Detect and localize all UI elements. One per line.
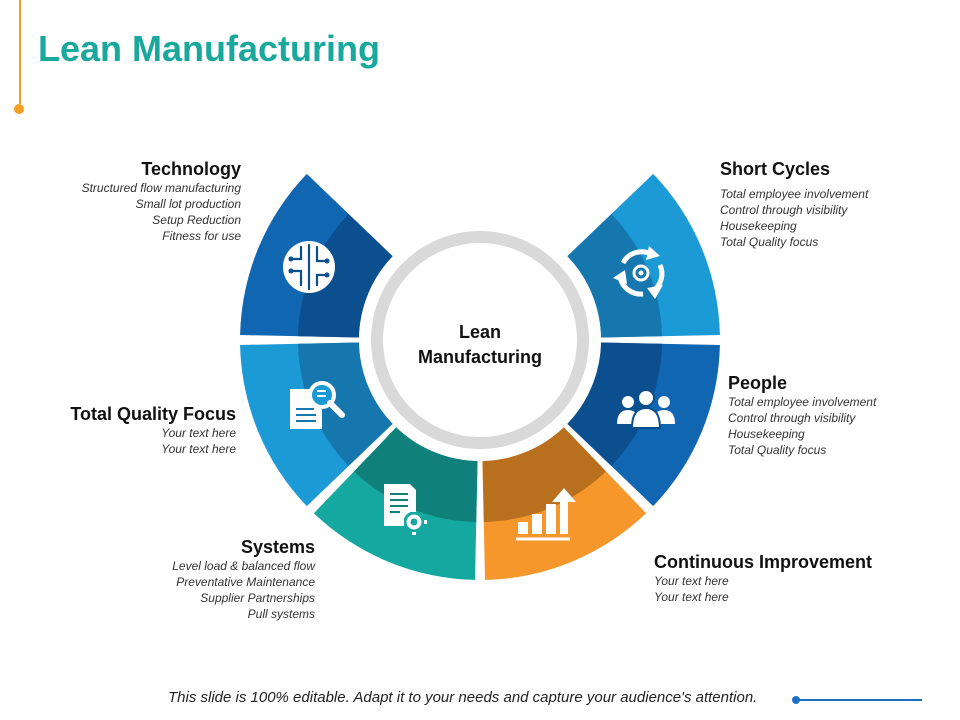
accent-line [19,0,21,104]
continuous-improvement-line: Your text here [654,574,729,588]
systems-heading: Systems [240,537,315,557]
short-cycles-line: Control through visibility [720,203,848,217]
short-cycles-line: Total Quality focus [720,235,819,249]
band-systems [354,427,478,522]
people-line: Housekeeping [728,427,805,441]
short-cycles-block: Short Cycles Total employee involvement … [720,159,868,250]
continuous-improvement-block: Continuous Improvement Your text here Yo… [654,552,872,605]
technology-block: Technology Structured flow manufacturing… [82,159,241,244]
technology-heading: Technology [141,159,241,179]
technology-line: Fitness for use [162,229,241,243]
footer-line [798,699,922,701]
accent-dot [14,104,24,114]
people-heading: People [728,373,788,393]
growth-chart-icon [516,488,576,541]
footer-dot [792,696,800,704]
technology-line: Setup Reduction [152,213,241,227]
footer-note: This slide is 100% editable. Adapt it to… [168,689,758,706]
people-icon [617,389,675,429]
systems-line: Level load & balanced flow [172,559,315,573]
systems-line: Preventative Maintenance [176,575,315,589]
circuit-icon [283,241,335,293]
band-people [567,342,662,466]
document-gear-icon [384,484,427,535]
document-search-icon [290,381,345,429]
people-line: Total Quality focus [728,443,827,457]
total-quality-focus-line: Your text here [161,442,236,456]
short-cycles-line: Total employee involvement [720,187,869,201]
people-line: Total employee involvement [728,395,877,409]
cycle-gear-icon [613,246,665,299]
band-total-quality-focus [298,342,393,466]
short-cycles-heading: Short Cycles [720,159,831,179]
short-cycles-line: Housekeeping [720,219,797,233]
center-ring [371,231,589,449]
total-quality-focus-block: Total Quality Focus Your text here Your … [70,404,236,457]
technology-line: Structured flow manufacturing [81,181,241,195]
people-line: Control through visibility [728,411,856,425]
center-label-line1: Lean [458,322,501,342]
systems-line: Supplier Partnerships [200,591,315,605]
band-continuous-improvement [482,427,606,522]
band-technology [298,214,393,338]
band-short-cycles [567,214,662,338]
technology-line: Small lot production [135,197,241,211]
total-quality-focus-heading: Total Quality Focus [70,404,236,424]
systems-line: Pull systems [247,607,315,621]
continuous-improvement-line: Your text here [654,590,729,604]
total-quality-focus-line: Your text here [161,426,236,440]
systems-block: Systems Level load & balanced flow Preve… [172,537,315,622]
continuous-improvement-heading: Continuous Improvement [654,552,873,572]
people-block: People Total employee involvement Contro… [728,373,876,458]
center-label: Lean Manufacturing [394,320,566,370]
page-title: Lean Manufacturing [38,28,381,69]
center-label-line2: Manufacturing [418,347,542,367]
